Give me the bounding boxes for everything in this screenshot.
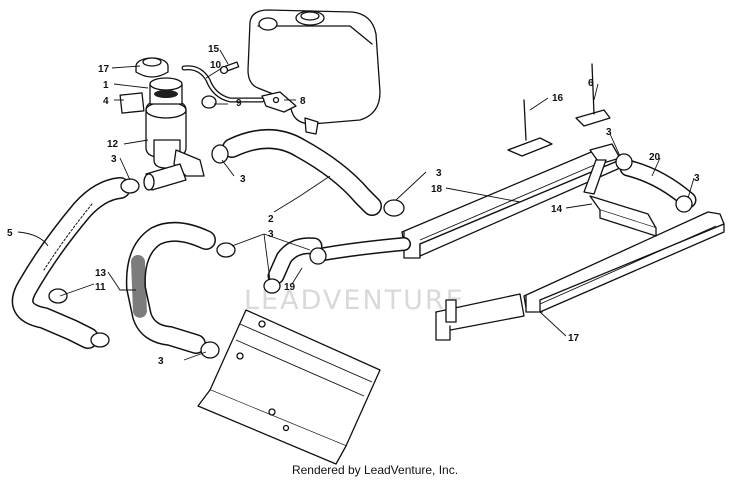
hose-2 xyxy=(222,129,382,216)
side-channel xyxy=(583,159,607,195)
radiator-cap xyxy=(135,57,169,78)
crossover-bracket xyxy=(589,195,657,237)
callout-8: 9 xyxy=(236,98,242,109)
callout-3-a: 3 xyxy=(111,154,117,165)
callout-3-d: 3 xyxy=(158,356,164,367)
mounting-bracket-6 xyxy=(575,63,611,127)
coolant-reservoir xyxy=(247,9,381,135)
leader-lines xyxy=(17,49,695,361)
lower-cooler-rail xyxy=(435,211,725,341)
hose-5 xyxy=(11,177,131,349)
hose-10 xyxy=(125,221,216,354)
render-credit: Rendered by LeadVenture, Inc. xyxy=(291,463,459,477)
reservoir-bracket xyxy=(261,91,297,113)
callout-18: 18 xyxy=(431,184,443,195)
heat-exchanger-plate xyxy=(197,309,381,465)
upper-cooler-rail xyxy=(317,143,621,261)
callout-12: 12 xyxy=(107,139,119,150)
callout-13: 13 xyxy=(95,268,107,279)
callout-1: 1 xyxy=(103,80,109,91)
mounting-bracket-16 xyxy=(507,99,553,157)
callout-6: 6 xyxy=(588,78,594,89)
callout-17: 17 xyxy=(98,64,110,75)
bolt xyxy=(219,61,240,75)
callout-3-b: 3 xyxy=(240,174,246,185)
callout-5: 5 xyxy=(7,228,13,239)
filler-neck-housing xyxy=(145,99,205,177)
short-pipe xyxy=(143,163,187,191)
watermark: LEADVENTURE xyxy=(244,285,465,316)
callout-20: 20 xyxy=(649,152,661,163)
callout-3-g: 3 xyxy=(694,173,700,184)
hose-19 xyxy=(267,237,323,285)
callout-labels: 17 1 4 12 3 3 15 10 9 8 2 5 13 11 3 19 3… xyxy=(7,44,700,367)
callout-9: 10 xyxy=(210,60,222,71)
hose-20 xyxy=(619,159,697,209)
callout-3-c: 3 xyxy=(268,229,274,240)
callout-4: 4 xyxy=(103,96,109,107)
callout-10: 11 xyxy=(95,282,106,293)
callout-7: 8 xyxy=(300,96,306,107)
callout-19: 19 xyxy=(284,282,296,293)
callout-11: 17 xyxy=(568,333,580,344)
callout-16: 16 xyxy=(552,93,564,104)
callout-3-e: 3 xyxy=(436,168,442,179)
callout-2: 2 xyxy=(268,214,274,225)
callout-15: 15 xyxy=(208,44,220,55)
small-clamp xyxy=(201,95,217,109)
hose-clamp xyxy=(48,144,693,359)
filler-neck xyxy=(149,77,183,105)
callout-14: 14 xyxy=(551,204,563,215)
callout-3-f: 3 xyxy=(606,127,612,138)
decal-label xyxy=(119,92,145,114)
